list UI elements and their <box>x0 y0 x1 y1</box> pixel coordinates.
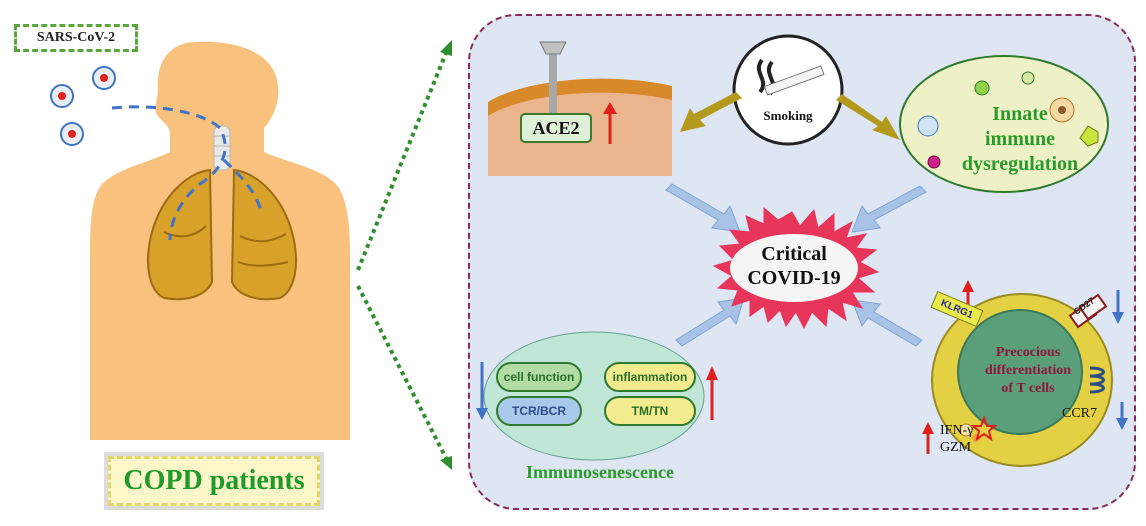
copd-patients-box: COPD patients <box>104 452 324 510</box>
ccr7-receptor <box>1089 366 1105 394</box>
connector-lower <box>356 285 450 463</box>
ace2-receptor <box>549 52 557 114</box>
innate-line-1: Innate <box>992 103 1048 125</box>
virus-icon-1 <box>50 84 74 108</box>
ifn-gzm-up-arrow <box>922 422 934 434</box>
immuno-up-arrow <box>706 366 718 380</box>
critical-line-1: Critical <box>761 243 827 265</box>
immuno-down-arrow <box>476 408 488 420</box>
blue-arrow-top-right <box>851 185 927 233</box>
precocious-line-1: Precocious <box>995 345 1061 360</box>
inflammation-pill: inflammation <box>604 362 696 392</box>
blue-arrow-bottom-right <box>851 299 923 347</box>
innate-immune-label: Innate immune dysregulation <box>940 102 1100 177</box>
tcr-bcr-pill: TCR/BCR <box>496 396 582 426</box>
ccr7-down-arrow <box>1116 418 1128 430</box>
klrg1-up-arrow <box>962 280 974 292</box>
innate-line-3: dysregulation <box>961 153 1079 175</box>
precocious-line-2: differentiation <box>984 363 1072 378</box>
copd-patients-label: COPD patients <box>108 456 320 506</box>
human-silhouette <box>90 41 350 441</box>
gold-arrow-left <box>680 92 742 132</box>
tm-tn-pill: TM/TN <box>604 396 696 426</box>
cd27-down-arrow <box>1112 312 1124 324</box>
blue-arrow-top-left <box>665 183 741 233</box>
innate-line-2: immune <box>985 128 1055 150</box>
ace2-label: ACE2 <box>520 113 592 143</box>
precocious-label: Precocious differentiation of T cells <box>968 344 1088 398</box>
virus-icon-2 <box>92 66 116 90</box>
ccr7-label: CCR7 <box>1062 406 1098 421</box>
innate-immune-ellipse <box>899 55 1109 193</box>
ifn-gamma-label: IFN-γ <box>940 423 974 438</box>
airway-path <box>111 105 227 241</box>
star-icon <box>970 415 998 442</box>
gold-arrow-right <box>836 94 900 140</box>
right-lung <box>230 168 297 301</box>
ace2-up-arrow <box>603 102 617 114</box>
blue-arrow-bottom-left <box>675 297 745 347</box>
precocious-line-3: of T cells <box>1001 381 1055 396</box>
virus-icon-3 <box>60 122 84 146</box>
critical-line-2: COVID-19 <box>747 267 841 289</box>
left-lung <box>147 168 214 301</box>
sars-cov-2-label: SARS-CoV-2 <box>14 24 138 52</box>
smoking-label: Smoking <box>763 108 813 123</box>
human-figure-illustration <box>50 40 452 470</box>
cell-function-pill: cell function <box>496 362 582 392</box>
critical-covid-label: Critical COVID-19 <box>724 242 864 290</box>
t-cell-nucleus <box>957 309 1083 435</box>
immunosenescence-label: Immunosenescence <box>526 462 674 482</box>
trachea <box>213 125 231 171</box>
smoking-circle <box>732 34 844 146</box>
gzm-label: GZM <box>940 440 972 455</box>
cigarette-icon <box>763 65 825 96</box>
